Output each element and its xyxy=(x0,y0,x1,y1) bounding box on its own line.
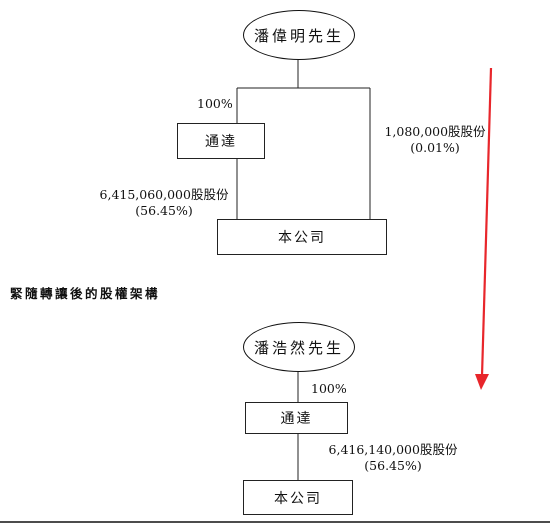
intermediate-node-before: 通達 xyxy=(177,123,265,159)
indirect-pct-text-after: (56.45%) xyxy=(364,458,422,473)
company-node-after: 本公司 xyxy=(243,480,353,515)
direct-holding-label: 1,080,000股股份 (0.01%) xyxy=(380,124,490,156)
indirect-pct-text-before: (56.45%) xyxy=(135,203,193,218)
section-heading: 緊隨轉讓後的股權架構 xyxy=(10,286,161,301)
indirect-shares-text-before: 6,415,060,000股股份 xyxy=(99,187,229,202)
pct-label-before: 100% xyxy=(197,96,233,111)
indirect-holding-label-after: 6,416,140,000股股份 (56.45%) xyxy=(318,442,468,474)
direct-shares-text: 1,080,000股股份 xyxy=(384,124,486,139)
direct-pct-text: (0.01%) xyxy=(410,140,460,155)
pct-label-after: 100% xyxy=(311,381,347,396)
company-node-before: 本公司 xyxy=(217,219,387,255)
transfer-arrow-head xyxy=(475,374,489,390)
person-node-after: 潘浩然先生 xyxy=(243,322,355,372)
transfer-arrow-shaft xyxy=(480,67,493,377)
indirect-holding-label-before: 6,415,060,000股股份 (56.45%) xyxy=(94,187,234,219)
intermediate-node-after: 通達 xyxy=(245,402,348,434)
indirect-shares-text-after: 6,416,140,000股股份 xyxy=(328,442,458,457)
person-node-before: 潘偉明先生 xyxy=(243,10,355,60)
